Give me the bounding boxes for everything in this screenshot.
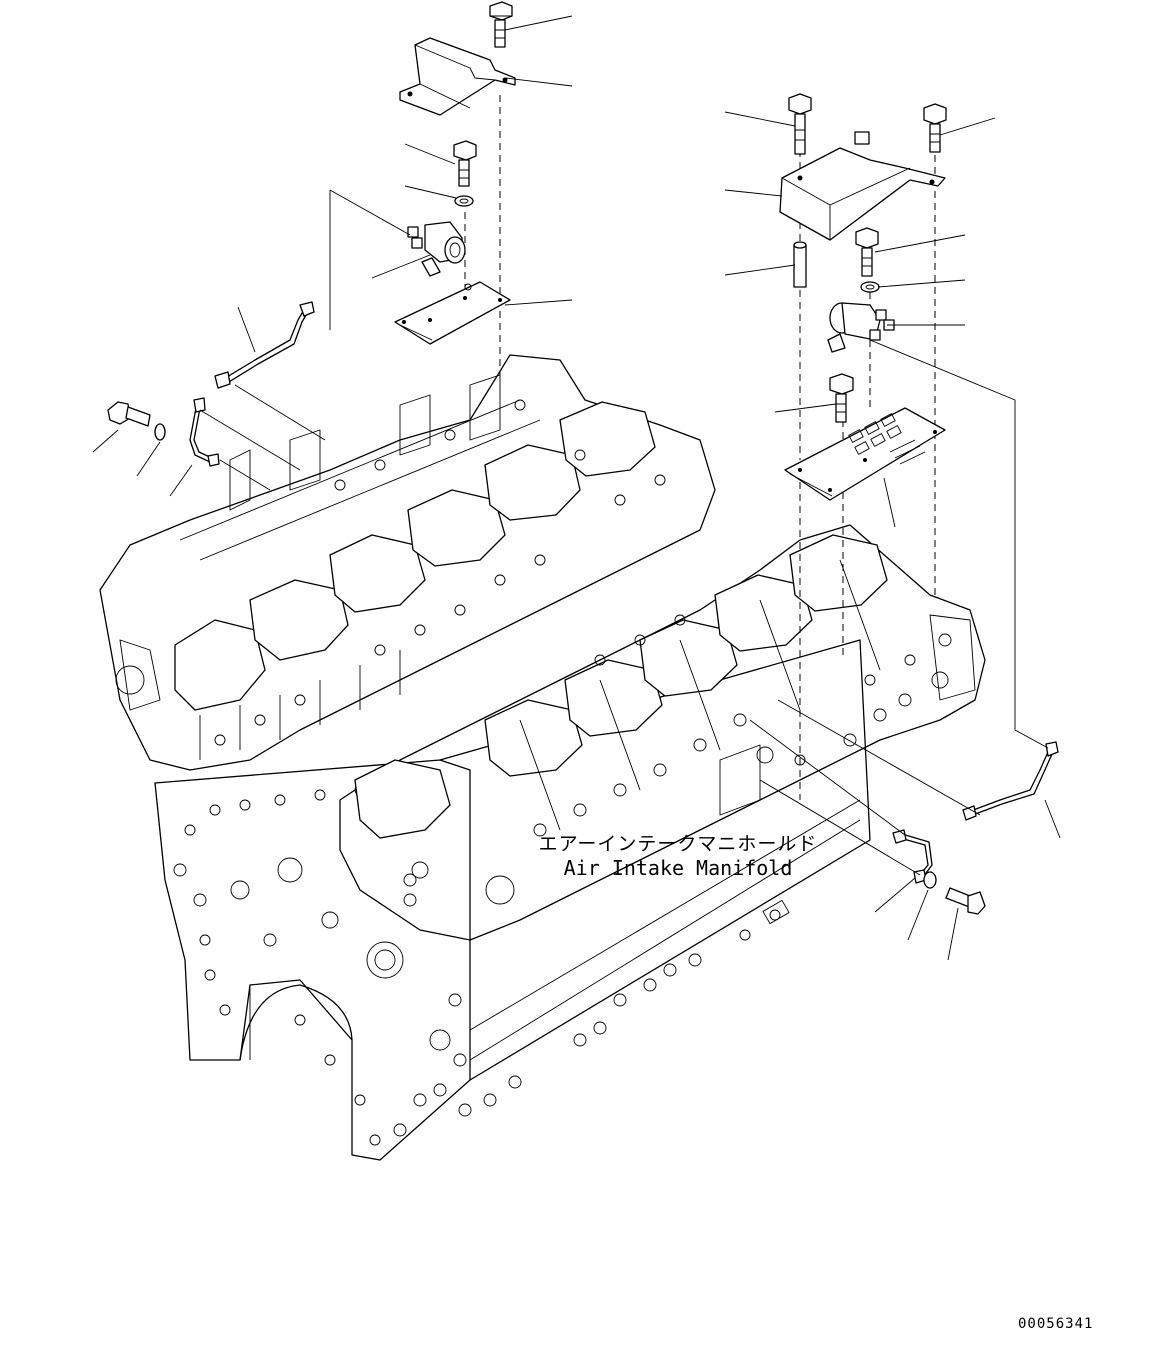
left-cylinder-bank [99, 354, 716, 771]
relay-base-plate [394, 281, 511, 345]
connection-lines [199, 189, 1049, 876]
left-cable-bolt [107, 401, 166, 441]
relay-base-plate [784, 407, 946, 501]
left-cable-1 [214, 301, 315, 389]
spacer-icon [793, 241, 807, 288]
bolt-icon [829, 373, 854, 423]
leader-lines [92, 15, 1061, 961]
relay-icon [407, 221, 466, 277]
washer-icon [454, 195, 474, 207]
manifold-label-japanese: エアーインテークマニホールド [538, 833, 818, 855]
washer-icon [860, 281, 880, 293]
right-cylinder-bank [339, 524, 986, 941]
bolt-icon [489, 1, 513, 48]
bolt-icon [788, 93, 812, 155]
left-cable-2 [189, 397, 220, 467]
relay-icon [827, 302, 895, 353]
bolt-icon [923, 103, 947, 153]
manifold-label-english: Air Intake Manifold [563, 856, 793, 880]
relay-cover-bracket [779, 131, 946, 241]
relay-cover-bracket [399, 37, 516, 116]
bolt-icon [855, 227, 879, 277]
right-cable-bolt [923, 871, 986, 915]
left-relay-assembly [394, 1, 516, 345]
right-relay-assembly [779, 93, 947, 501]
right-cable-1 [962, 741, 1059, 821]
drawing-code: 00056341 [1018, 1316, 1094, 1332]
bolt-icon [453, 140, 477, 187]
